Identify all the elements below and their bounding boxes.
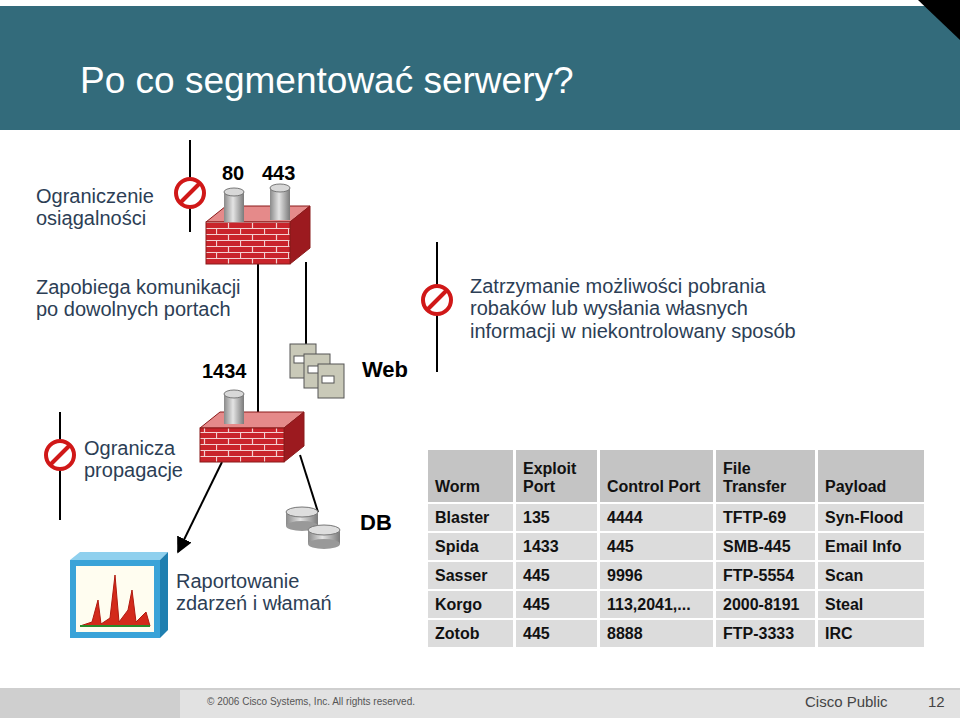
table-cell: Zotob — [428, 620, 513, 647]
port-number: 443 — [262, 162, 312, 184]
note-text: Raportowanie zdarzeń i włamań — [176, 570, 366, 615]
table-cell: IRC — [818, 620, 924, 647]
corner-mark — [918, 0, 960, 40]
footer-band — [180, 690, 960, 718]
table-cell: 445 — [600, 533, 713, 560]
monitor-icon — [70, 552, 168, 638]
port-number: 1434 — [202, 360, 262, 382]
page-number: 12 — [928, 694, 956, 711]
web-servers — [290, 344, 344, 398]
title-rule — [0, 0, 960, 6]
firewall-icon — [206, 206, 310, 264]
footer-bar — [0, 688, 960, 718]
db-disks — [286, 507, 340, 549]
table-cell: 4444 — [600, 504, 713, 531]
table-header: Payload — [818, 450, 924, 502]
table-cell: 113,2041,... — [600, 591, 713, 618]
table-cell: SMB-445 — [716, 533, 815, 560]
table-header: File Transfer — [716, 450, 815, 502]
table-cell: FTP-5554 — [716, 562, 815, 589]
server-cylinder — [224, 390, 244, 424]
slide-title: Po co segmentować serwery? — [80, 60, 574, 101]
title-bar — [0, 0, 960, 130]
classification-note: Cisco Public — [805, 694, 905, 711]
table-cell: 9996 — [600, 562, 713, 589]
table-cell: 445 — [516, 591, 597, 618]
server-label: DB — [360, 511, 410, 536]
table-header: Worm — [428, 450, 513, 502]
note-text: Zatrzymanie możliwości pobrania robaków … — [470, 275, 830, 342]
table-cell: 1433 — [516, 533, 597, 560]
server-label: Web — [362, 358, 422, 383]
table-cell: 445 — [516, 562, 597, 589]
note-text: Ograniczenie osiągalności — [36, 185, 186, 230]
port-number: 80 — [222, 162, 262, 184]
table-header: Exploit Port — [516, 450, 597, 502]
table-cell: 8888 — [600, 620, 713, 647]
table-cell: Blaster — [428, 504, 513, 531]
firewall-icon — [200, 412, 304, 462]
table-cell: Sasser — [428, 562, 513, 589]
table-cell: Email Info — [818, 533, 924, 560]
table-cell: 135 — [516, 504, 597, 531]
note-text: Ogranicza propagacje — [84, 437, 204, 482]
copyright-note: © 2006 Cisco Systems, Inc. All rights re… — [207, 696, 507, 707]
table-cell: 445 — [516, 620, 597, 647]
table-cell: Spida — [428, 533, 513, 560]
table-cell: Korgo — [428, 591, 513, 618]
table-cell: FTP-3333 — [716, 620, 815, 647]
table-cell: Scan — [818, 562, 924, 589]
table-cell: TFTP-69 — [716, 504, 815, 531]
table-cell: Syn-Flood — [818, 504, 924, 531]
server-cylinder — [224, 184, 290, 222]
table-cell: Steal — [818, 591, 924, 618]
table-header: Control Port — [600, 450, 713, 502]
table-cell: 2000-8191 — [716, 591, 815, 618]
note-text: Zapobiega komunikacji po dowolnych porta… — [36, 276, 241, 321]
